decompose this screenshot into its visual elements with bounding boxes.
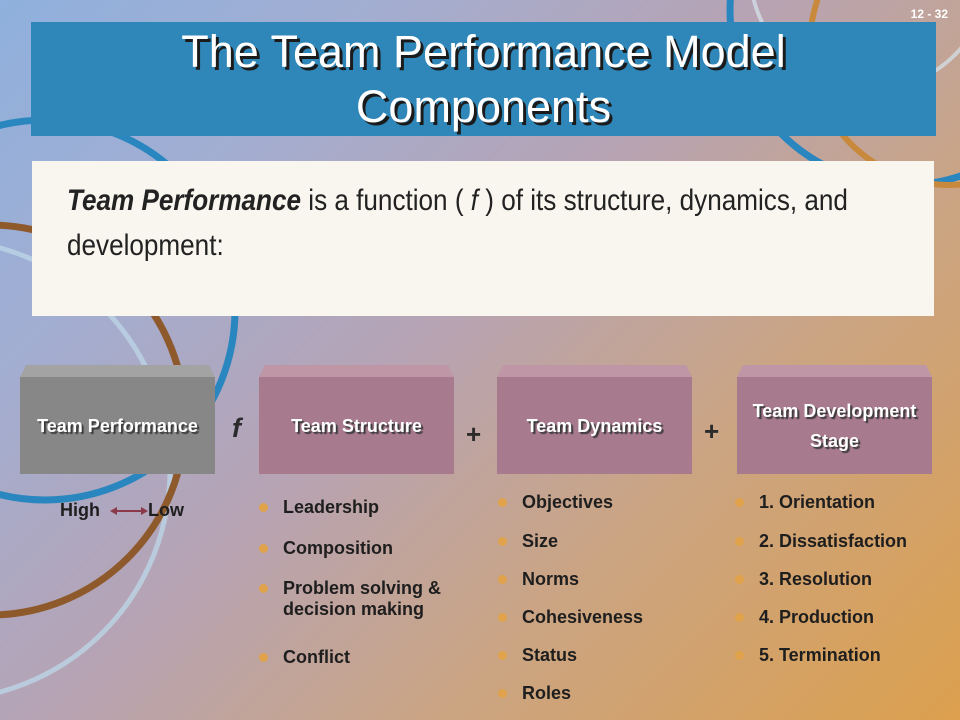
double-arrow-icon <box>110 507 148 515</box>
development-item: 4. Production <box>735 607 960 628</box>
team-structure-box: Team Structure <box>259 365 454 474</box>
dynamics-item-text: Cohesiveness <box>522 607 644 627</box>
plus-sign: + <box>704 416 720 446</box>
structure-item: Leadership <box>259 497 513 518</box>
dynamics-item: Roles <box>498 683 752 704</box>
bullet-icon <box>498 575 507 584</box>
development-item: 5. Termination <box>735 645 960 666</box>
box-top-bevel <box>259 365 454 377</box>
bullet-icon <box>735 575 744 584</box>
statement-part2: ) of its structure, dynamics, and develo… <box>67 184 848 262</box>
slide-title: The Team Performance Model Components <box>181 26 786 132</box>
statement-function-symbol: f <box>470 184 479 217</box>
development-item-text: 5. Termination <box>759 645 881 665</box>
team-performance-box: Team Performance <box>20 365 215 474</box>
function-symbol: f <box>232 413 241 443</box>
structure-item-text: Leadership <box>283 497 380 517</box>
team-development-box: Team Development Stage <box>737 365 932 474</box>
bullet-icon <box>498 498 507 507</box>
dynamics-item-text: Status <box>522 645 578 665</box>
development-item: 1. Orientation <box>735 492 960 513</box>
structure-item-text: Problem solving & decision making <box>283 578 442 619</box>
development-item-text: 1. Orientation <box>759 492 876 512</box>
slide-number: 12 - 32 <box>910 7 948 21</box>
box-top-bevel <box>20 365 215 377</box>
development-item-text: 4. Production <box>759 607 875 627</box>
structure-item: Conflict <box>259 647 513 668</box>
bullet-icon <box>735 651 744 660</box>
dynamics-item: Norms <box>498 569 752 590</box>
bullet-icon <box>498 613 507 622</box>
box-top-bevel <box>737 365 932 377</box>
team-development-line1: Team Development <box>752 400 917 421</box>
bullet-icon <box>735 498 744 507</box>
statement-emphasis: Team Performance <box>67 184 302 217</box>
title-bar: The Team Performance Model Components <box>31 22 936 136</box>
team-development-label: Team Development Stage <box>737 377 932 474</box>
bullet-icon <box>259 503 268 512</box>
performance-low-label: Low <box>148 500 184 520</box>
dynamics-item-text: Size <box>522 531 559 551</box>
structure-item-text: Composition <box>283 538 393 558</box>
statement-box: Team Performance is a function ( f ) of … <box>32 161 934 316</box>
dynamics-item: Status <box>498 645 752 666</box>
statement-part1: is a function ( <box>301 184 471 217</box>
development-item-text: 3. Resolution <box>759 569 873 589</box>
bullet-icon <box>259 584 268 593</box>
team-development-line2: Stage <box>809 430 860 451</box>
dynamics-item-text: Objectives <box>522 492 614 512</box>
structure-item-text: Conflict <box>283 647 350 667</box>
dynamics-item-text: Roles <box>522 683 572 703</box>
development-item-text: 2. Dissatisfaction <box>759 531 908 551</box>
statement-text: Team Performance is a function ( f ) of … <box>67 178 927 268</box>
dynamics-item-text: Norms <box>522 569 580 589</box>
performance-high-label: High <box>60 500 100 520</box>
bullet-icon <box>259 653 268 662</box>
structure-item: Problem solving & decision making <box>259 578 513 620</box>
team-dynamics-label: Team Dynamics <box>497 377 692 474</box>
bullet-icon <box>498 689 507 698</box>
bullet-icon <box>735 613 744 622</box>
structure-item: Composition <box>259 538 513 559</box>
dynamics-item: Cohesiveness <box>498 607 752 628</box>
plus-sign: + <box>466 419 482 449</box>
bullet-icon <box>498 651 507 660</box>
team-structure-label: Team Structure <box>259 377 454 474</box>
development-item: 3. Resolution <box>735 569 960 590</box>
dynamics-item: Objectives <box>498 492 752 513</box>
bullet-icon <box>498 537 507 546</box>
team-dynamics-box: Team Dynamics <box>497 365 692 474</box>
dynamics-item: Size <box>498 531 752 552</box>
bullet-icon <box>259 544 268 553</box>
team-performance-label: Team Performance <box>20 377 215 474</box>
box-top-bevel <box>497 365 692 377</box>
bullet-icon <box>735 537 744 546</box>
development-item: 2. Dissatisfaction <box>735 531 960 552</box>
